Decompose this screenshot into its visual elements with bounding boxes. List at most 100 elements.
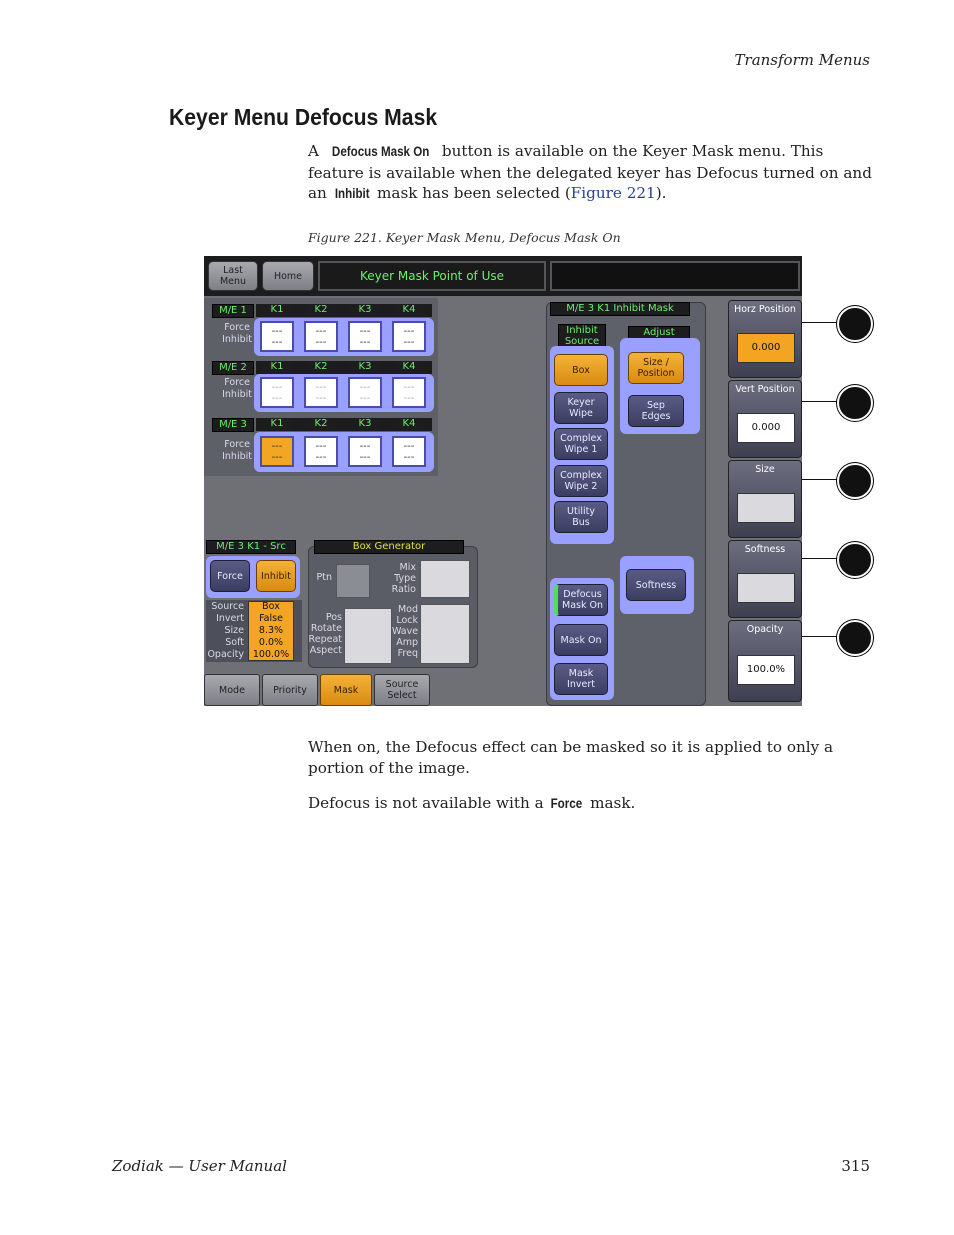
tab-source-select[interactable]: Source Select — [374, 674, 430, 706]
me3-k2: K2 — [306, 418, 336, 430]
me2-k1-cell[interactable]: --- --- — [260, 377, 294, 408]
me3-k3-cell[interactable]: --- --- — [348, 436, 382, 467]
size-label: Size — [755, 464, 775, 475]
src-label-invert: Invert — [216, 613, 244, 624]
me3-k3: K3 — [350, 418, 380, 430]
me2-k3-cell[interactable]: --- --- — [348, 377, 382, 408]
knob-connector — [802, 401, 838, 402]
src-label-opacity: Opacity — [207, 649, 244, 660]
mix-value-box[interactable] — [420, 560, 470, 598]
me1-k2-cell[interactable]: --- --- — [304, 321, 338, 352]
me1-k4: K4 — [394, 304, 424, 316]
src-label-source: Source — [211, 601, 244, 612]
knob-3-icon[interactable] — [837, 463, 873, 499]
me1-k4-cell[interactable]: --- --- — [392, 321, 426, 352]
keyer-mask-screenshot: Last Menu Home Keyer Mask Point of Use M… — [204, 256, 802, 706]
page-number: 315 — [841, 1157, 870, 1175]
me1-k3: K3 — [350, 304, 380, 316]
me2-key-header — [256, 361, 432, 374]
defocus-mask-on-button[interactable]: Defocus Mask On — [554, 584, 608, 616]
mod-labels: Mod Lock Wave Amp Freq — [392, 604, 419, 659]
pattern-swatch[interactable] — [336, 564, 370, 598]
last-menu-button[interactable]: Last Menu — [208, 261, 258, 291]
defocus-paragraph: When on, the Defocus effect can be maske… — [308, 738, 834, 777]
force-paragraph: Defocus is not available with a Force ma… — [308, 793, 873, 815]
utility-bus-button[interactable]: Utility Bus — [554, 501, 608, 533]
vert-position-label: Vert Position — [735, 384, 795, 395]
softness-label: Softness — [744, 544, 786, 555]
me2-force-label: Force — [224, 377, 250, 388]
mix-type-ratio-labels: Mix Type Ratio — [391, 562, 416, 595]
knob-5-icon[interactable] — [837, 620, 873, 656]
status-field — [550, 261, 800, 291]
src-value-source: Box — [262, 601, 280, 612]
mod-value-box[interactable] — [420, 604, 470, 664]
knob-connector — [802, 479, 838, 480]
sep-edges-button[interactable]: Sep Edges — [628, 395, 684, 427]
section-title: Keyer Menu Defocus Mask — [169, 104, 438, 130]
force-button[interactable]: Force — [210, 560, 250, 592]
knob-2-icon[interactable] — [837, 385, 873, 421]
mask-invert-button[interactable]: Mask Invert — [554, 663, 608, 695]
complex-wipe-2-button[interactable]: Complex Wipe 2 — [554, 465, 608, 497]
keyword-force: Force — [551, 796, 583, 811]
keyword-defocus-mask-on: Defocus Mask On — [331, 144, 430, 159]
src-panel-title: M/E 3 K1 - Src — [206, 540, 296, 554]
me2-k3: K3 — [350, 361, 380, 373]
box-button[interactable]: Box — [554, 354, 608, 386]
me3-inhibit-label: Inhibit — [222, 451, 252, 462]
box-generator-title: Box Generator — [314, 540, 464, 554]
me2-k1: K1 — [262, 361, 292, 373]
me2-label: M/E 2 — [212, 361, 254, 375]
tab-mode[interactable]: Mode — [204, 674, 260, 706]
keyword-inhibit: Inhibit — [334, 186, 370, 202]
ptn-label: Ptn — [316, 572, 332, 583]
me3-k1-cell[interactable]: --- --- — [260, 436, 294, 467]
vert-position-panel: Vert Position 0.000 — [728, 380, 802, 458]
size-value[interactable] — [737, 493, 795, 523]
horz-position-value[interactable]: 0.000 — [737, 333, 795, 363]
tab-priority[interactable]: Priority — [262, 674, 318, 706]
me3-key-header — [256, 418, 432, 431]
text-run: A — [308, 142, 324, 160]
horz-position-panel: Horz Position 0.000 — [728, 300, 802, 378]
knob-1-icon[interactable] — [837, 306, 873, 342]
me3-force-label: Force — [224, 439, 250, 450]
me3-k4-cell[interactable]: --- --- — [392, 436, 426, 467]
pos-value-box[interactable] — [344, 608, 392, 664]
me2-k2: K2 — [306, 361, 336, 373]
inhibit-button[interactable]: Inhibit — [256, 560, 296, 592]
me1-k3-cell[interactable]: --- --- — [348, 321, 382, 352]
vert-position-value[interactable]: 0.000 — [737, 413, 795, 443]
me1-force-label: Force — [224, 322, 250, 333]
opacity-value[interactable]: 100.0% — [737, 655, 795, 685]
figure-caption: Figure 221. Keyer Mask Menu, Defocus Mas… — [308, 230, 621, 245]
me2-k4-cell[interactable]: --- --- — [392, 377, 426, 408]
footer-manual-title: Zodiak — User Manual — [112, 1157, 287, 1175]
me1-k1-cell[interactable]: --- --- — [260, 321, 294, 352]
text-run: ). — [655, 184, 667, 203]
figure-link[interactable]: Figure 221 — [570, 184, 656, 203]
inhibit-source-header: Inhibit Source — [558, 324, 606, 348]
home-button[interactable]: Home — [262, 261, 314, 291]
me2-k2-cell[interactable]: --- --- — [304, 377, 338, 408]
opacity-panel: Opacity 100.0% — [728, 620, 802, 702]
softness-button[interactable]: Softness — [626, 569, 686, 601]
me1-k2: K2 — [306, 304, 336, 316]
mask-on-button[interactable]: Mask On — [554, 624, 608, 656]
pos-labels: Pos Rotate Repeat Aspect — [308, 612, 342, 656]
size-position-button[interactable]: Size / Position — [628, 352, 684, 384]
keyer-wipe-button[interactable]: Keyer Wipe — [554, 392, 608, 424]
me3-k2-cell[interactable]: --- --- — [304, 436, 338, 467]
src-value-soft: 0.0% — [258, 637, 284, 648]
knob-4-icon[interactable] — [837, 542, 873, 578]
knob-connector — [802, 558, 838, 559]
complex-wipe-1-button[interactable]: Complex Wipe 1 — [554, 428, 608, 460]
softness-value[interactable] — [737, 573, 795, 603]
knob-connector — [802, 322, 838, 323]
knob-connector — [802, 636, 838, 637]
text-run: Defocus is not available with a — [308, 794, 549, 812]
tab-mask[interactable]: Mask — [320, 674, 372, 706]
text-run: button is available on the Keyer Mask me… — [308, 142, 872, 203]
src-values-box — [248, 601, 294, 661]
